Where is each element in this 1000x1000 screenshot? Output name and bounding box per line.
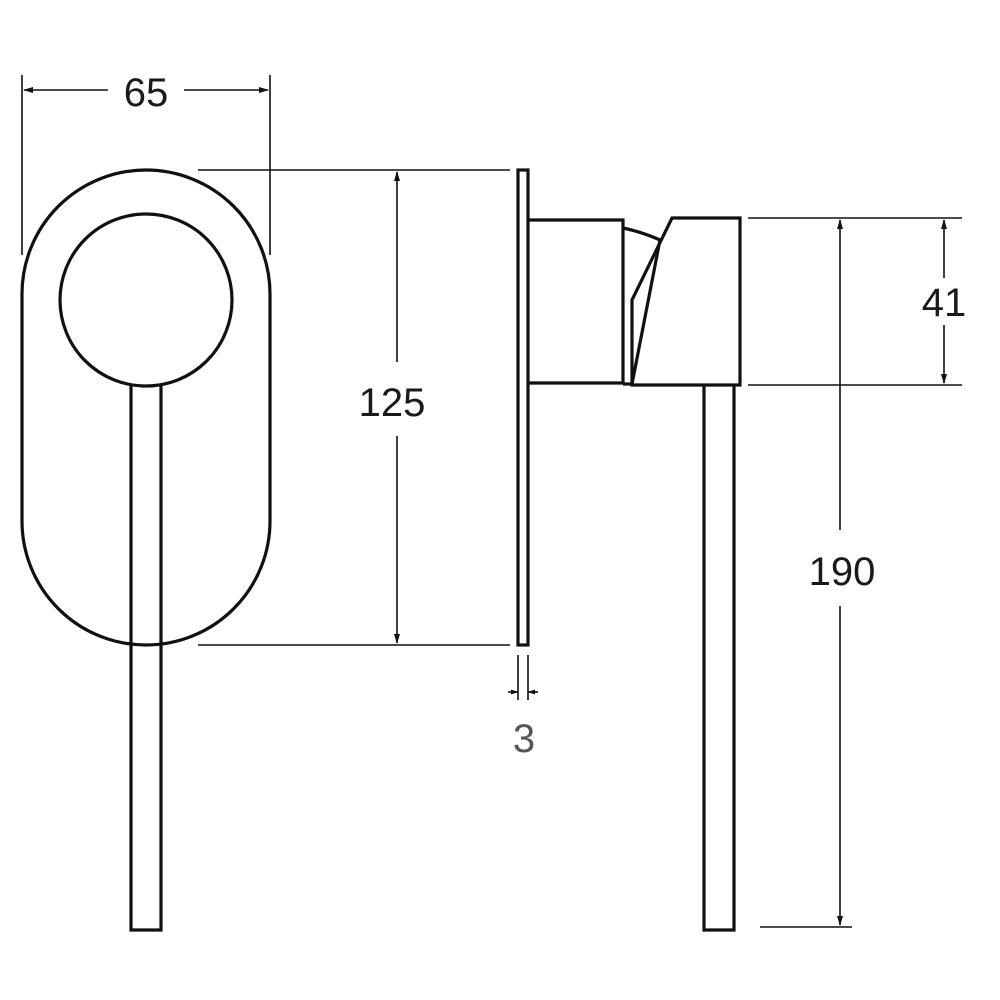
front-view <box>20 168 272 932</box>
side-body <box>528 218 625 385</box>
dimension-width: 65 <box>21 71 271 255</box>
side-view <box>516 168 742 932</box>
side-wall-plate <box>516 168 530 647</box>
front-cover-plate <box>20 168 272 647</box>
side-handle-head <box>630 216 742 387</box>
dimension-label-41: 41 <box>922 281 967 325</box>
dimension-depth: 41 <box>748 217 967 386</box>
dimension-height: 125 <box>198 169 510 646</box>
dimension-label-3: 3 <box>513 717 535 761</box>
dimension-label-190: 190 <box>809 550 876 594</box>
front-handle-hub <box>58 212 234 388</box>
dimension-plate-thickness: 3 <box>508 655 538 761</box>
dimension-lever-length: 190 <box>760 219 876 928</box>
dimension-label-65: 65 <box>124 71 169 115</box>
front-lever <box>129 386 163 932</box>
dimension-label-125: 125 <box>359 381 426 425</box>
side-lever <box>702 385 736 932</box>
